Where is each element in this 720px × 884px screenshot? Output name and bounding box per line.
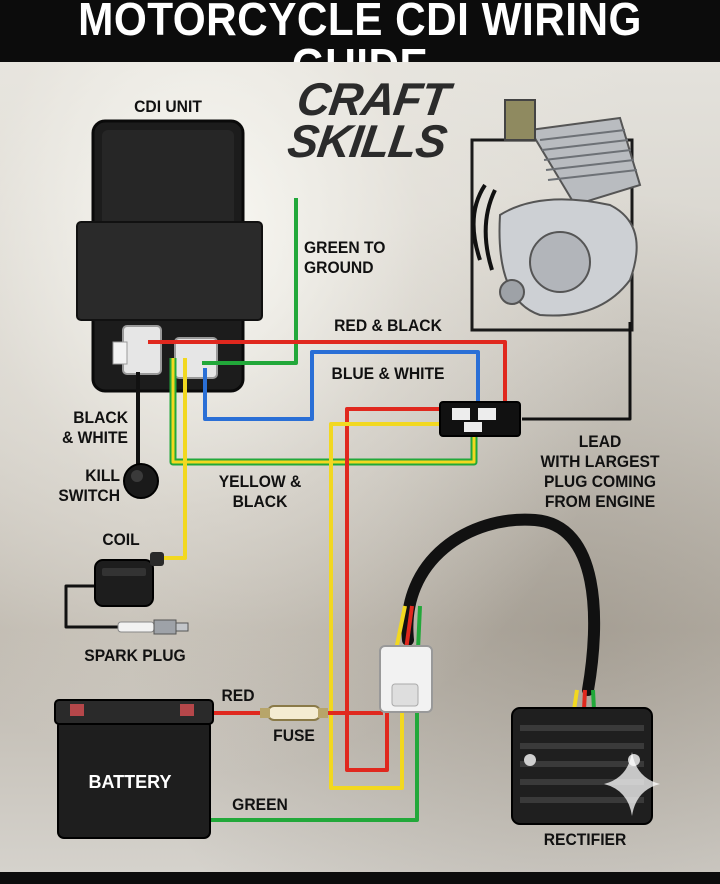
- label-coil: COIL: [102, 530, 140, 549]
- spark-plug-icon: [117, 619, 189, 635]
- rectifier-icon: [511, 707, 653, 825]
- battery-icon: [54, 699, 214, 839]
- label-blue-white: BLUE & WHITE: [331, 364, 445, 383]
- wire-engine-lead-black: [522, 322, 632, 421]
- wire-green-to-ground: [202, 198, 298, 365]
- wire-blue-white: [203, 350, 480, 421]
- wire-yellow-from-stator: [329, 422, 444, 790]
- wire-yellow-black-trigger-core: [171, 358, 476, 464]
- page-title: MOTORCYCLE CDI WIRING GUIDE: [78, 0, 642, 62]
- wire-yellow-black-coil: [158, 358, 187, 560]
- label-green: GREEN: [232, 795, 288, 814]
- page-footer-bar: [0, 872, 720, 884]
- label-cdi-unit: CDI UNIT: [134, 97, 202, 116]
- label-rectifier: RECTIFIER: [543, 830, 627, 849]
- label-battery: BATTERY: [88, 772, 172, 792]
- wire-red-black-cdi: [148, 340, 507, 405]
- page-header: MOTORCYCLE CDI WIRING GUIDE: [0, 0, 720, 62]
- label-red-black: RED & BLACK: [334, 316, 442, 335]
- label-green-to-ground: GREEN TO GROUND: [304, 238, 386, 277]
- stator-harness: [379, 513, 601, 713]
- coil-icon: [94, 552, 164, 607]
- label-fuse: FUSE: [273, 726, 315, 745]
- fuse-icon: [260, 705, 328, 721]
- wire-green-battery-ground: [205, 712, 419, 822]
- sparkle-icon: [604, 752, 660, 816]
- wire-coil-spark: [64, 584, 122, 629]
- wire-red-from-stator: [345, 407, 466, 772]
- label-spark-plug: SPARK PLUG: [84, 646, 186, 665]
- kill-switch-icon: [123, 463, 159, 499]
- label-kill-switch: KILL SWITCH: [58, 466, 120, 505]
- label-yellow-black: YELLOW & BLACK: [218, 472, 302, 511]
- label-red: RED: [221, 686, 255, 705]
- label-engine-lead: LEAD WITH LARGEST PLUG COMING FROM ENGIN…: [540, 432, 660, 511]
- label-black-white: BLACK & WHITE: [61, 408, 128, 447]
- engine-plug-connector: [439, 401, 521, 437]
- cdi-unit: [76, 119, 263, 393]
- engine-icon: [470, 99, 642, 332]
